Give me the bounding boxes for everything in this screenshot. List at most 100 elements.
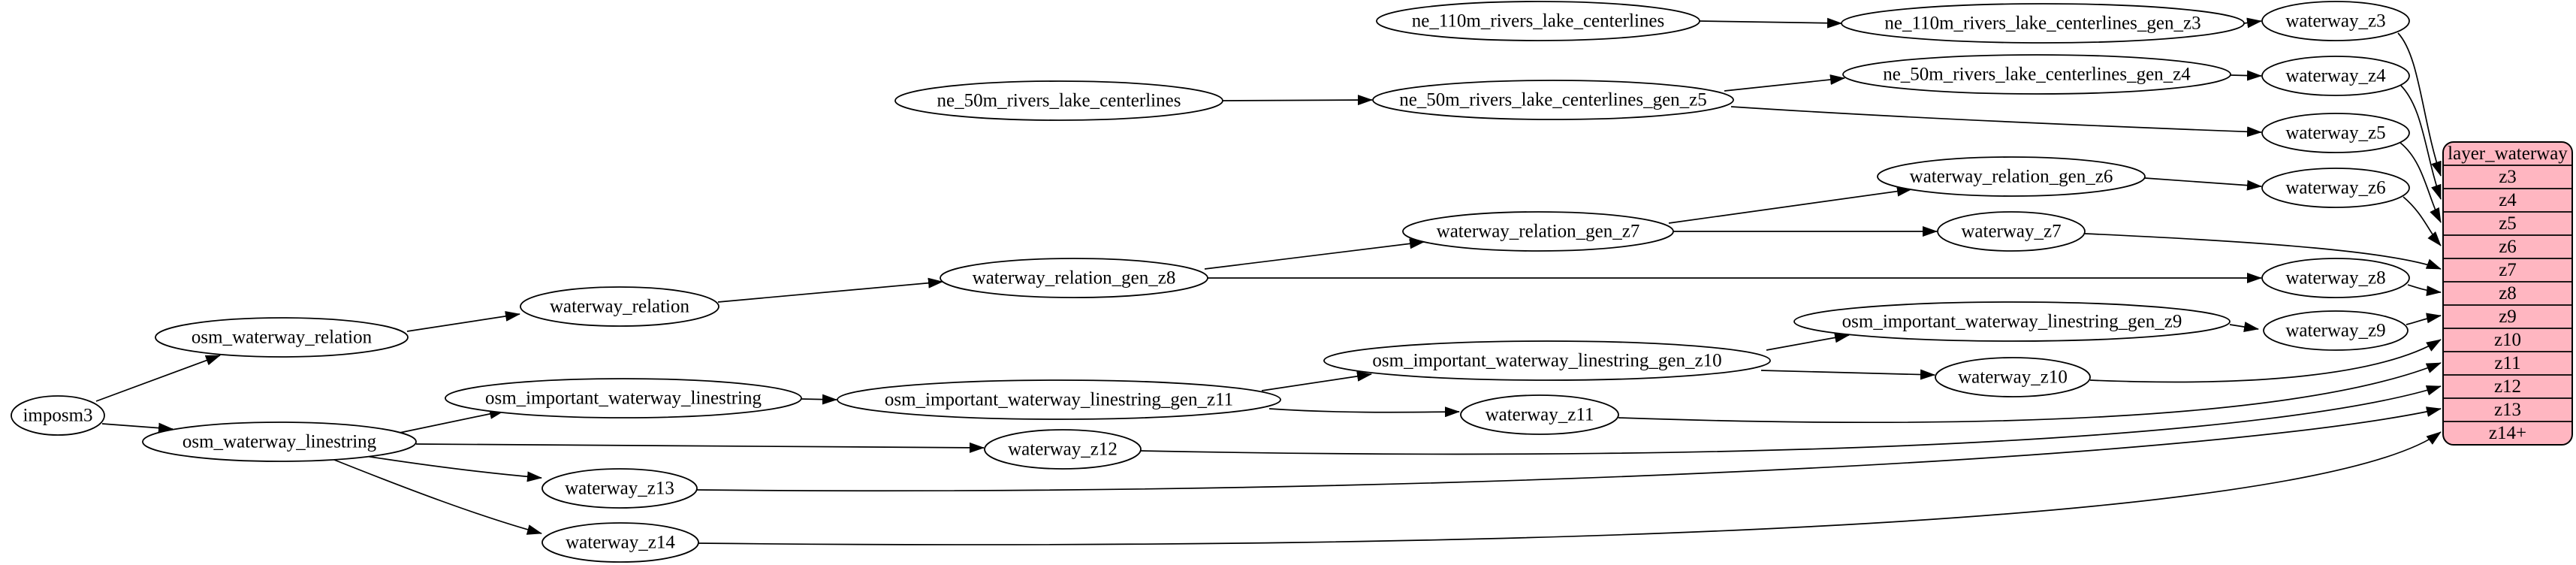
- node-ellipse-waterway_z11: [1460, 394, 1619, 435]
- edge-osm_important_waterway_linestring_gen_z10-to-osm_important_waterway_linestring_gen_z9: [1766, 332, 1850, 351]
- node-label-ne_50m_rivers_lake_centerlines_gen_z5: ne_50m_rivers_lake_centerlines_gen_z5: [1399, 90, 1707, 110]
- node-label-imposm3: imposm3: [23, 406, 92, 426]
- node-ne_50m_rivers_lake_centerlines: ne_50m_rivers_lake_centerlines: [894, 80, 1223, 121]
- edge-osm_waterway_linestring-to-waterway_z14: [330, 458, 542, 535]
- node-ellipse-osm_important_waterway_linestring_gen_z9: [1793, 301, 2231, 342]
- edge-osm_waterway_relation-to-waterway_relation: [406, 310, 520, 332]
- edge-osm_waterway_linestring-to-waterway_z12: [415, 442, 985, 453]
- edge-waterway_z11-to-layer_waterway.z11: [1618, 362, 2442, 424]
- node-ellipse-osm_important_waterway_linestring: [445, 378, 802, 418]
- edge-osm_important_waterway_linestring_gen_z9-to-waterway_z9: [2229, 322, 2259, 332]
- node-osm_important_waterway_linestring: osm_important_waterway_linestring: [445, 378, 802, 418]
- node-label-waterway_z4: waterway_z4: [2285, 66, 2386, 86]
- node-label-waterway_relation_gen_z7: waterway_relation_gen_z7: [1437, 222, 1640, 242]
- node-ellipse-osm_important_waterway_linestring_gen_z11: [837, 379, 1281, 420]
- node-waterway_z12: waterway_z12: [984, 429, 1142, 470]
- node-ellipse-waterway_z8: [2261, 258, 2410, 298]
- node-label-waterway_z3: waterway_z3: [2285, 11, 2385, 32]
- node-label-waterway_relation_gen_z6: waterway_relation_gen_z6: [1910, 167, 2113, 187]
- table-row-z12: z12: [2494, 376, 2521, 397]
- edge-ne_50m_rivers_lake_centerlines_gen_z5-to-waterway_z5: [1730, 106, 2262, 137]
- node-ellipse-waterway_z3: [2261, 1, 2410, 41]
- table-row-z14+: z14+: [2489, 423, 2526, 443]
- node-waterway_z11: waterway_z11: [1460, 394, 1619, 435]
- table-layer: layer_waterwayz3z4z5z6z7z8z9z10z11z12z13…: [2442, 141, 2573, 446]
- edge-ne_110m_rivers_lake_centerlines-to-ne_110m_rivers_lake_centerlines_gen_z3: [1699, 17, 1842, 29]
- edge-waterway_z4-to-layer_waterway.z4: [2400, 85, 2442, 200]
- node-osm_important_waterway_linestring_gen_z9: osm_important_waterway_linestring_gen_z9: [1793, 301, 2231, 342]
- node-ellipse-waterway_z6: [2261, 168, 2410, 208]
- edge-ne_50m_rivers_lake_centerlines_gen_z4-to-waterway_z4: [2230, 70, 2262, 81]
- node-label-waterway_z7: waterway_z7: [1961, 222, 2061, 242]
- node-ellipse-waterway_z12: [984, 429, 1142, 470]
- table-row-z7: z7: [2499, 260, 2517, 280]
- edge-ne_110m_rivers_lake_centerlines_gen_z3-to-waterway_z3: [2243, 17, 2262, 29]
- node-label-osm_important_waterway_linestring_gen_z11: osm_important_waterway_linestring_gen_z1…: [885, 390, 1233, 410]
- edge-imposm3-to-osm_waterway_relation: [95, 355, 221, 402]
- node-ellipse-waterway_relation_gen_z7: [1402, 211, 1674, 252]
- node-waterway_z13: waterway_z13: [541, 468, 698, 509]
- table-title: layer_waterway: [2448, 144, 2568, 164]
- node-ellipse-waterway_z13: [541, 468, 698, 509]
- node-waterway_z9: waterway_z9: [2263, 310, 2409, 351]
- edge-waterway_z3-to-layer_waterway.z3: [2397, 32, 2442, 177]
- node-label-waterway_z9: waterway_z9: [2285, 321, 2385, 341]
- edge-imposm3-to-osm_waterway_linestring: [101, 422, 173, 434]
- node-waterway_relation_gen_z6: waterway_relation_gen_z6: [1877, 156, 2146, 197]
- edge-waterway_z14-to-layer_waterway.z14+: [698, 431, 2442, 545]
- node-waterway_z10: waterway_z10: [1935, 357, 2091, 397]
- node-waterway_relation_gen_z7: waterway_relation_gen_z7: [1402, 211, 1674, 252]
- edge-waterway_z5-to-layer_waterway.z5: [2400, 142, 2442, 223]
- edge-osm_important_waterway_linestring_gen_z11-to-waterway_z11: [1268, 406, 1460, 418]
- edge-osm_waterway_linestring-to-waterway_z13: [360, 455, 542, 482]
- node-label-osm_waterway_linestring: osm_waterway_linestring: [182, 432, 377, 452]
- edge-osm_waterway_linestring-to-osm_important_waterway_linestring: [399, 409, 505, 434]
- node-label-waterway_z6: waterway_z6: [2285, 178, 2385, 198]
- table-layer_waterway: layer_waterwayz3z4z5z6z7z8z9z10z11z12z13…: [2442, 141, 2573, 446]
- table-row-z8: z8: [2499, 283, 2517, 304]
- node-waterway_z14: waterway_z14: [541, 522, 699, 563]
- node-label-ne_110m_rivers_lake_centerlines: ne_110m_rivers_lake_centerlines: [1412, 11, 1664, 32]
- node-waterway_relation: waterway_relation: [520, 286, 719, 327]
- node-ellipse-waterway_z5: [2261, 113, 2410, 153]
- node-label-waterway_z5: waterway_z5: [2285, 123, 2385, 144]
- node-label-waterway_z11: waterway_z11: [1486, 405, 1594, 425]
- node-ellipse-ne_50m_rivers_lake_centerlines_gen_z5: [1372, 80, 1734, 120]
- edge-waterway_z7-to-layer_waterway.z7: [2084, 233, 2442, 270]
- node-osm_waterway_linestring: osm_waterway_linestring: [142, 421, 417, 462]
- node-waterway_z8: waterway_z8: [2261, 258, 2410, 298]
- nodes-layer: imposm3 osm_waterway_relation osm_waterway…: [11, 1, 2410, 563]
- node-ellipse-osm_waterway_relation: [155, 317, 409, 358]
- node-waterway_z4: waterway_z4: [2261, 56, 2410, 96]
- edge-waterway_relation_gen_z6-to-waterway_z6: [2144, 177, 2262, 191]
- node-ellipse-ne_110m_rivers_lake_centerlines_gen_z3: [1841, 3, 2245, 44]
- node-label-ne_50m_rivers_lake_centerlines_gen_z4: ne_50m_rivers_lake_centerlines_gen_z4: [1883, 65, 2191, 85]
- node-ellipse-ne_50m_rivers_lake_centerlines_gen_z4: [1842, 54, 2231, 95]
- edge-waterway_relation-to-waterway_relation_gen_z8: [717, 277, 943, 303]
- node-label-waterway_z12: waterway_z12: [1008, 440, 1118, 460]
- node-ellipse-waterway_relation_gen_z6: [1877, 156, 2146, 197]
- node-ellipse-osm_important_waterway_linestring_gen_z10: [1323, 340, 1771, 381]
- node-ne_50m_rivers_lake_centerlines_gen_z5: ne_50m_rivers_lake_centerlines_gen_z5: [1372, 80, 1734, 120]
- edge-waterway_z9-to-layer_waterway.z9: [2406, 313, 2442, 325]
- node-waterway_z3: waterway_z3: [2261, 1, 2410, 41]
- node-ellipse-waterway_z7: [1937, 211, 2086, 252]
- node-label-ne_110m_rivers_lake_centerlines_gen_z3: ne_110m_rivers_lake_centerlines_gen_z3: [1884, 14, 2200, 34]
- table-row-z11: z11: [2494, 353, 2520, 373]
- table-row-z4: z4: [2499, 190, 2517, 210]
- node-ne_110m_rivers_lake_centerlines: ne_110m_rivers_lake_centerlines: [1376, 1, 1700, 41]
- node-label-osm_waterway_relation: osm_waterway_relation: [192, 328, 373, 348]
- node-ellipse-ne_50m_rivers_lake_centerlines: [894, 80, 1223, 121]
- node-waterway_z6: waterway_z6: [2261, 168, 2410, 208]
- edge-osm_important_waterway_linestring-to-osm_important_waterway_linestring_gen_z11: [801, 394, 837, 405]
- node-ellipse-waterway_z4: [2261, 56, 2410, 96]
- node-waterway_z7: waterway_z7: [1937, 211, 2086, 252]
- node-ellipse-waterway_z10: [1935, 357, 2091, 397]
- edge-osm_important_waterway_linestring_gen_z11-to-osm_important_waterway_linestring_gen_z10: [1261, 370, 1372, 391]
- table-row-z10: z10: [2494, 330, 2521, 350]
- node-imposm3: imposm3: [11, 395, 105, 436]
- edge-waterway_z10-to-layer_waterway.z10: [2089, 339, 2442, 383]
- edge-waterway_z8-to-layer_waterway.z8: [2407, 284, 2442, 297]
- node-ellipse-imposm3: [11, 395, 105, 436]
- node-ellipse-waterway_relation_gen_z8: [940, 258, 1208, 298]
